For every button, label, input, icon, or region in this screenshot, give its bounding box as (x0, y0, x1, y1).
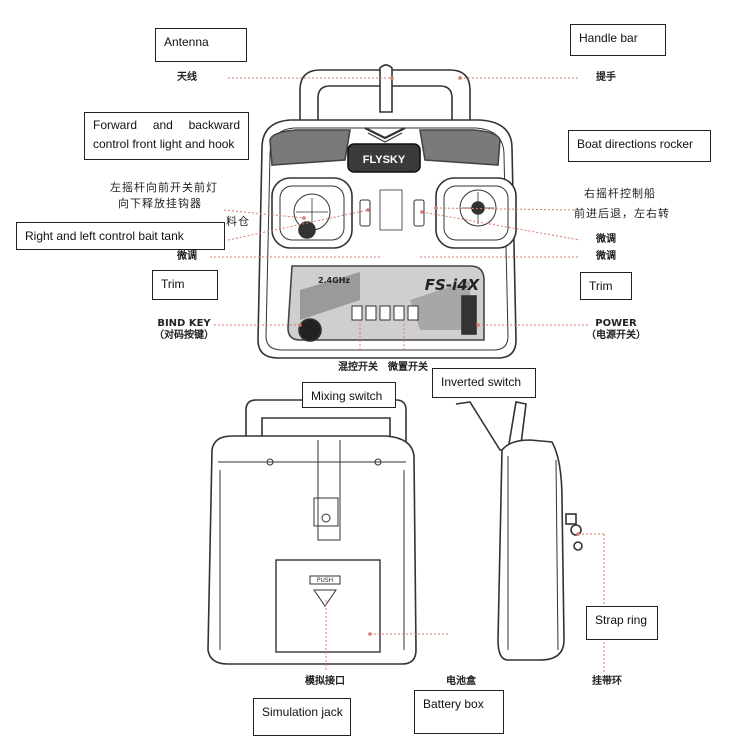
bind-key-label: BIND KEY （对码按键） (150, 318, 218, 342)
simulation-jack-cn: 模拟接口 (305, 676, 345, 687)
antenna-label: Antenna (155, 28, 247, 62)
handle-bar-label: Handle bar (570, 24, 666, 56)
bind-key (298, 318, 322, 342)
power-label: POWER （电源开关） (582, 318, 650, 342)
brand-plate (347, 143, 421, 173)
push-label: PUSH (317, 577, 333, 584)
left-stick-cn-1: 左摇杆向前开关前灯 (110, 181, 218, 194)
strap-ring-label: Strap ring (586, 606, 658, 640)
battery-cover (275, 559, 381, 653)
fine-trim-right-cn-1: 微调 (596, 234, 616, 245)
band-text: 2.4GHz (318, 276, 350, 285)
power-cn: （电源开关） (586, 330, 646, 341)
right-stick (459, 189, 497, 227)
bind-key-text: BIND KEY (157, 318, 211, 329)
fine-trim-right-cn-2: 微调 (596, 251, 616, 262)
left-stick-cn-2: 向下释放挂钩器 (118, 197, 202, 210)
right-stick-cn-2: 前进后退，左右转 (574, 207, 670, 220)
strap-ring-cn: 挂带环 (592, 676, 622, 687)
right-stick-cn-1: 右摇杆控制船 (584, 187, 656, 200)
battery-box-label: Battery box (414, 690, 504, 734)
simulation-jack-label: Simulation jack (253, 698, 351, 736)
fine-trim-left-cn: 微调 (177, 251, 197, 262)
brand-text: FLYSKY (363, 154, 406, 166)
trim-left-label: Trim (152, 270, 218, 300)
front-light-hook-label: Forward and backward control front light… (84, 112, 249, 160)
boat-directions-rocker-label: Boat directions rocker (568, 130, 711, 162)
back-view (207, 399, 417, 665)
antenna-cn: 天线 (177, 72, 197, 83)
mixing-switch-label: Mixing switch (302, 382, 396, 408)
bind-key-cn: （对码按键） (154, 330, 214, 341)
bait-tank-label: Right and left control bait tank (16, 222, 225, 250)
side-body (497, 439, 565, 661)
trim-right-label: Trim (580, 272, 632, 300)
model-text: FS-i4X (425, 276, 481, 294)
leader-lines (210, 77, 605, 672)
mixing-switch-cn: 混控开关 (338, 362, 378, 373)
front-view (257, 64, 517, 359)
fine-switch-cn: 微置开关 (388, 362, 428, 373)
side-view (455, 401, 583, 661)
inverted-switch-label: Inverted switch (432, 368, 536, 398)
power-text: POWER (595, 318, 637, 329)
power-slot (461, 295, 477, 335)
back-body (207, 435, 417, 665)
battery-box-cn: 电池盒 (446, 676, 476, 687)
left-stick-cn-3: 料仓 (226, 215, 250, 228)
antenna (379, 64, 393, 113)
handle-cn: 提手 (596, 72, 616, 83)
